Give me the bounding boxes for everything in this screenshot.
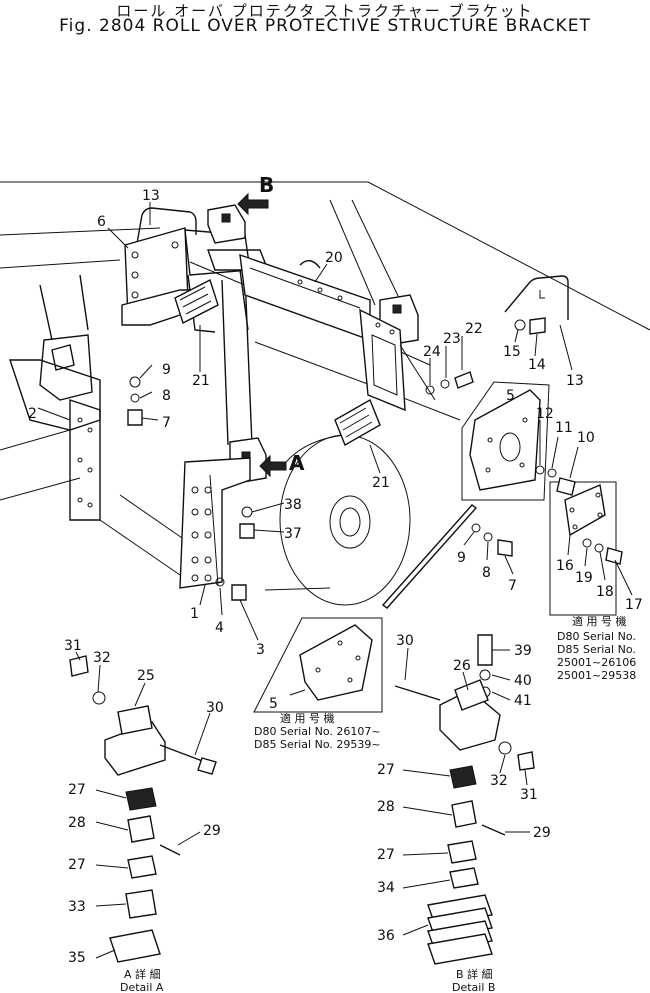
callout-14: 14 [528, 357, 546, 373]
callout-31: 31 [64, 638, 82, 654]
title-japanese: ロール オーバ プロテクタ ストラクチャー ブラケット [116, 2, 534, 20]
callout-36: 36 [377, 928, 395, 944]
view-label-a: A [289, 451, 305, 475]
callout-22: 22 [465, 321, 483, 337]
callout-28: 28 [68, 815, 86, 831]
callout-8-right: 8 [482, 565, 491, 581]
detail-b-parts [394, 634, 535, 965]
callout-7: 7 [162, 415, 171, 431]
rops-bracket-assembly [121, 204, 436, 589]
fasteners [127, 317, 623, 609]
callout-4: 4 [215, 620, 224, 636]
callout-2: 2 [28, 406, 37, 422]
callout-27: 27 [68, 782, 86, 798]
svg-text:D80 Serial No.: D80 Serial No. [557, 630, 636, 643]
serial-note-right: 適 用 号 機 D80 Serial No. D85 Serial No. 25… [557, 614, 636, 682]
svg-text:A 詳 細: A 詳 細 [124, 967, 161, 981]
svg-text:D80 Serial No. 26107~: D80 Serial No. 26107~ [254, 725, 381, 738]
callout-38: 38 [284, 497, 302, 513]
cover-plate [549, 481, 617, 616]
mounting-plate [461, 381, 550, 501]
figure-title: Fig. 2804 ROLL OVER PROTECTIVE STRUCTURE… [59, 16, 591, 36]
callout-5-inset: 5 [269, 696, 278, 712]
callout-labels: 13 6 20 22 23 24 15 14 13 21 9 8 7 2 5 1… [28, 188, 643, 966]
callout-6: 6 [97, 214, 106, 230]
callout-33: 33 [68, 899, 86, 915]
tractor-body-outline [0, 181, 650, 591]
callout-32-b: 32 [490, 773, 508, 789]
callout-27-b: 27 [377, 762, 395, 778]
serial-note-mid: 適 用 号 機 D80 Serial No. 26107~ D85 Serial… [254, 711, 381, 751]
callout-13: 13 [142, 188, 160, 204]
callout-31-b: 31 [520, 787, 538, 803]
callout-7-right: 7 [508, 578, 517, 594]
callout-26: 26 [453, 658, 471, 674]
callout-1: 1 [190, 606, 199, 622]
callout-9-right: 9 [457, 550, 466, 566]
callout-32: 32 [93, 650, 111, 666]
callout-15: 15 [503, 344, 521, 360]
callout-11: 11 [555, 420, 573, 436]
callout-24: 24 [423, 344, 441, 360]
detail-a-parts [69, 655, 217, 963]
svg-text:Detail B: Detail B [452, 981, 495, 993]
svg-text:適 用 号 機: 適 用 号 機 [280, 711, 335, 725]
svg-text:適 用 号 機: 適 用 号 機 [572, 614, 627, 628]
callout-35: 35 [68, 950, 86, 966]
callout-20: 20 [325, 250, 343, 266]
callout-19: 19 [575, 570, 593, 586]
callout-10: 10 [577, 430, 595, 446]
svg-text:D85 Serial No.: D85 Serial No. [557, 643, 636, 656]
callout-30: 30 [206, 700, 224, 716]
alternate-plate [253, 617, 383, 713]
view-arrows: B A [237, 173, 305, 478]
view-label-b: B [259, 173, 274, 197]
callout-39: 39 [514, 643, 532, 659]
callout-21: 21 [192, 373, 210, 389]
callout-29-b: 29 [533, 825, 551, 841]
callout-29: 29 [203, 823, 221, 839]
leader-lines [37, 202, 633, 959]
callout-13-right: 13 [566, 373, 584, 389]
callout-9: 9 [162, 362, 171, 378]
callout-27-lower: 27 [68, 857, 86, 873]
svg-text:25001~29538: 25001~29538 [557, 669, 636, 682]
grab-handle-right [504, 275, 569, 320]
callout-34: 34 [377, 880, 395, 896]
detail-b-caption: B 詳 細 Detail B [452, 967, 495, 993]
callout-25: 25 [137, 668, 155, 684]
callout-16: 16 [556, 558, 574, 574]
callout-21-right: 21 [372, 475, 390, 491]
callout-23: 23 [443, 331, 461, 347]
callout-30-right: 30 [396, 633, 414, 649]
svg-text:Detail A: Detail A [120, 981, 164, 993]
detail-a-caption: A 詳 細 Detail A [120, 967, 164, 993]
callout-41: 41 [514, 693, 532, 709]
callout-5: 5 [506, 388, 515, 404]
svg-text:25001~26106: 25001~26106 [557, 656, 636, 669]
svg-text:B 詳 細: B 詳 細 [456, 967, 493, 981]
callout-8: 8 [162, 388, 171, 404]
callout-28-b: 28 [377, 799, 395, 815]
callout-17: 17 [625, 597, 643, 613]
callout-40: 40 [514, 673, 532, 689]
callout-37: 37 [284, 526, 302, 542]
callout-27-b-lower: 27 [377, 847, 395, 863]
callout-12: 12 [536, 406, 554, 422]
svg-text:D85 Serial No. 29539~: D85 Serial No. 29539~ [254, 738, 381, 751]
callout-18: 18 [596, 584, 614, 600]
callout-3: 3 [256, 642, 265, 658]
